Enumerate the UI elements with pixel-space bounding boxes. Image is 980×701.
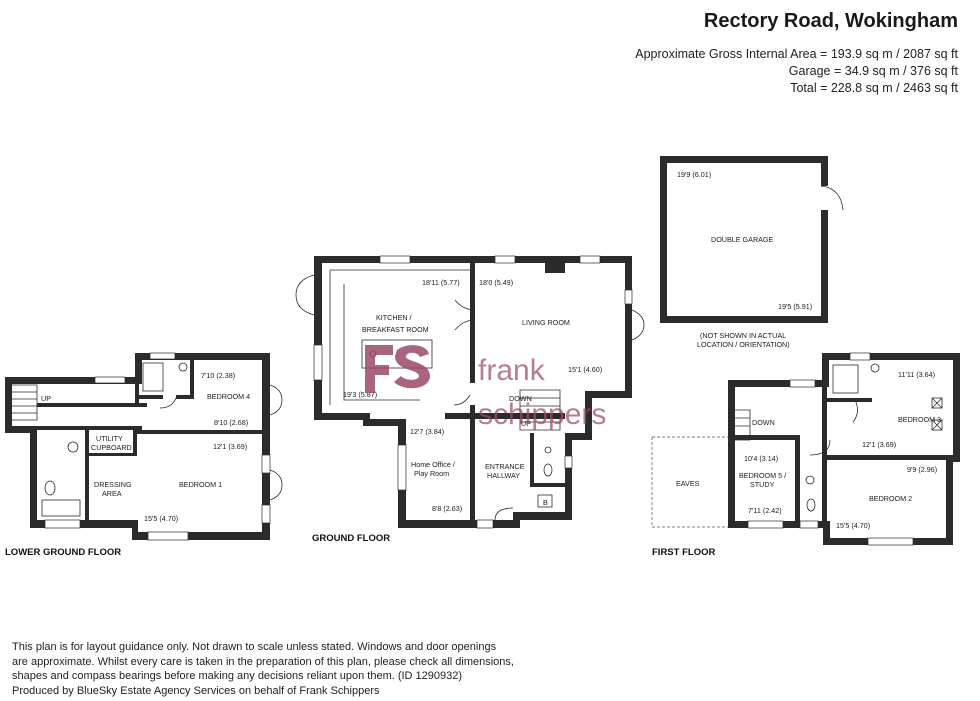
disclaimer: This plan is for layout guidance only. N…: [12, 640, 572, 698]
bedroom-2-label: BEDROOM 2: [869, 494, 912, 503]
living-room-dimension-1: 18'0 (5.49): [479, 278, 513, 287]
bedroom-1-dimension-1: 12'1 (3.69): [213, 442, 247, 451]
home-office-label-2: Play Room: [414, 469, 449, 478]
dressing-area-label-2: AREA: [102, 489, 122, 498]
first-floor-label: FIRST FLOOR: [652, 547, 715, 558]
bedroom-1-dimension-2: 15'5 (4.70): [144, 514, 178, 523]
bedroom-3-label: BEDROOM 3: [898, 415, 941, 424]
disclaimer-line-1: This plan is for layout guidance only. N…: [12, 641, 497, 653]
bedroom-4-dimension-2: 8'10 (2.68): [214, 418, 248, 427]
watermark-line-2: schippers: [478, 398, 606, 431]
eaves-label: EAVES: [676, 479, 700, 488]
utility-label-1: UTILITY: [96, 434, 123, 443]
boiler-label: B: [543, 498, 548, 507]
fs-logo-s-shape: [394, 345, 430, 389]
home-office-label-1: Home Office /: [411, 460, 455, 469]
living-room-label: LIVING ROOM: [522, 318, 570, 327]
utility-label-2: CUPBOARD: [91, 443, 132, 452]
bedroom-5-dimension-2: 7'11 (2.42): [748, 506, 782, 515]
ground-floor-label: GROUND FLOOR: [312, 533, 390, 544]
bedroom-4-label: BEDROOM 4: [207, 392, 250, 401]
entrance-hallway-label-2: HALLWAY: [487, 471, 520, 480]
bedroom-5-label-2: STUDY: [750, 480, 775, 489]
garage-dimension-2: 19'5 (5.91): [778, 302, 812, 311]
bedroom-5-label-1: BEDROOM 5 /: [739, 471, 786, 480]
area-summary: Approximate Gross Internal Area = 193.9 …: [635, 46, 958, 97]
ground-stairs-up-label: UP: [521, 419, 531, 428]
first-stairs-down-label: DOWN: [752, 418, 775, 427]
bedroom-2-dimension-1: 9'9 (2.96): [907, 465, 937, 474]
bedroom-3-dimension-1: 11'11 (3.64): [898, 370, 935, 379]
bedroom-4-dimension-1: 7'10 (2.38): [201, 371, 235, 380]
area-line-garage: Garage = 34.9 sq m / 376 sq ft: [788, 64, 958, 78]
living-room-dimension-2: 15'1 (4.60): [568, 365, 602, 374]
bedroom-1-label: BEDROOM 1: [179, 480, 222, 489]
home-office-dimension-2: 8'8 (2.63): [432, 504, 462, 513]
home-office-dimension-1: 12'7 (3.84): [410, 427, 444, 436]
property-title: Rectory Road, Wokingham: [703, 10, 958, 32]
double-garage-label: DOUBLE GARAGE: [711, 235, 774, 244]
frank-schippers-watermark: frank schippers: [365, 345, 606, 431]
kitchen-label-1: KITCHEN /: [376, 313, 412, 322]
area-line-internal: Approximate Gross Internal Area = 193.9 …: [635, 47, 958, 61]
ground-floor-plan: [295, 255, 645, 529]
kitchen-label-2: BREAKFAST ROOM: [362, 325, 429, 334]
first-floor-plan: [651, 352, 960, 546]
garage-note-1: (NOT SHOWN IN ACTUAL: [700, 331, 786, 340]
lower-stairs-up-label: UP: [41, 394, 51, 403]
garage-plan: [660, 156, 844, 323]
disclaimer-line-2: are approximate. Whilst every care is ta…: [12, 655, 514, 668]
entrance-hallway-label-1: ENTRANCE: [485, 462, 525, 471]
disclaimer-line-4: Produced by BlueSky Estate Agency Servic…: [12, 684, 380, 697]
bedroom-2-dimension-2: 15'5 (4.70): [836, 521, 870, 530]
disclaimer-line-3: shapes and compass bearings before makin…: [12, 670, 463, 682]
garage-note-2: LOCATION / ORIENTATION): [697, 340, 790, 349]
lower-ground-floor-label: LOWER GROUND FLOOR: [5, 547, 121, 558]
dressing-area-label-1: DRESSING: [94, 480, 132, 489]
bedroom-5-dimension-1: 10'4 (3.14): [744, 454, 778, 463]
ground-stairs-down-label: DOWN: [509, 394, 532, 403]
area-line-total: Total = 228.8 sq m / 2463 sq ft: [790, 81, 958, 95]
watermark-line-1: frank: [478, 354, 546, 387]
kitchen-dimension-1: 18'11 (5.77): [422, 278, 460, 287]
garage-dimension-1: 19'9 (6.01): [677, 170, 711, 179]
bedroom-3-dimension-2: 12'1 (3.69): [862, 440, 896, 449]
fs-logo-f-shape: [365, 345, 393, 393]
lower-ground-floor-plan: [5, 352, 283, 541]
kitchen-dimension-2: 19'3 (5.87): [343, 390, 377, 399]
